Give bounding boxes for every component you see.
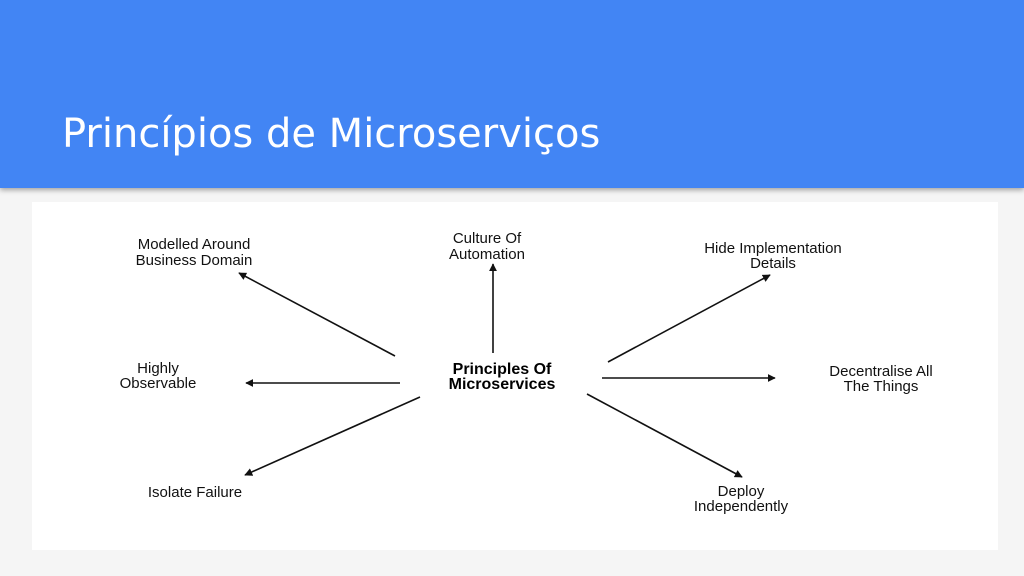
node-decentralise: Decentralise All The Things [829, 363, 932, 395]
node-isolate-line1: Isolate Failure [148, 484, 242, 501]
node-decentralise-line2: The Things [844, 378, 919, 395]
center-label-line1: Principles Of [453, 361, 552, 378]
node-modelled-line2: Business Domain [136, 252, 253, 269]
center-node: Principles Of Microservices [449, 361, 556, 393]
node-culture-line1: Culture Of [453, 230, 522, 247]
node-deploy-line2: Independently [694, 498, 789, 515]
slide-header: Princípios de Microserviços [0, 0, 1024, 188]
node-modelled-line1: Modelled Around [138, 236, 251, 253]
node-observable-line1: Highly [137, 360, 179, 377]
arrow-to-isolate [244, 396, 421, 476]
node-observable: Highly Observable [120, 360, 197, 392]
slide-title: Princípios de Microserviços [62, 111, 601, 157]
node-observable-line2: Observable [120, 375, 197, 392]
arrow-to-modelled [238, 272, 396, 357]
node-hide-line1: Hide Implementation [704, 240, 842, 257]
node-culture: Culture Of Automation [449, 230, 525, 263]
arrow-to-deploy [586, 393, 743, 478]
node-hide-line2: Details [750, 255, 796, 272]
node-decentralise-line1: Decentralise All [829, 363, 932, 380]
diagram-panel: Principles Of Microservices Modelled Aro… [32, 202, 998, 550]
node-culture-line2: Automation [449, 246, 525, 263]
node-deploy: Deploy Independently [694, 483, 789, 515]
node-isolate: Isolate Failure [148, 484, 242, 501]
node-modelled: Modelled Around Business Domain [136, 236, 253, 269]
arrow-to-hide [607, 274, 771, 363]
node-hide: Hide Implementation Details [704, 240, 842, 272]
node-deploy-line1: Deploy [718, 483, 765, 500]
center-label-line2: Microservices [449, 376, 556, 393]
principles-diagram: Principles Of Microservices Modelled Aro… [120, 230, 933, 515]
